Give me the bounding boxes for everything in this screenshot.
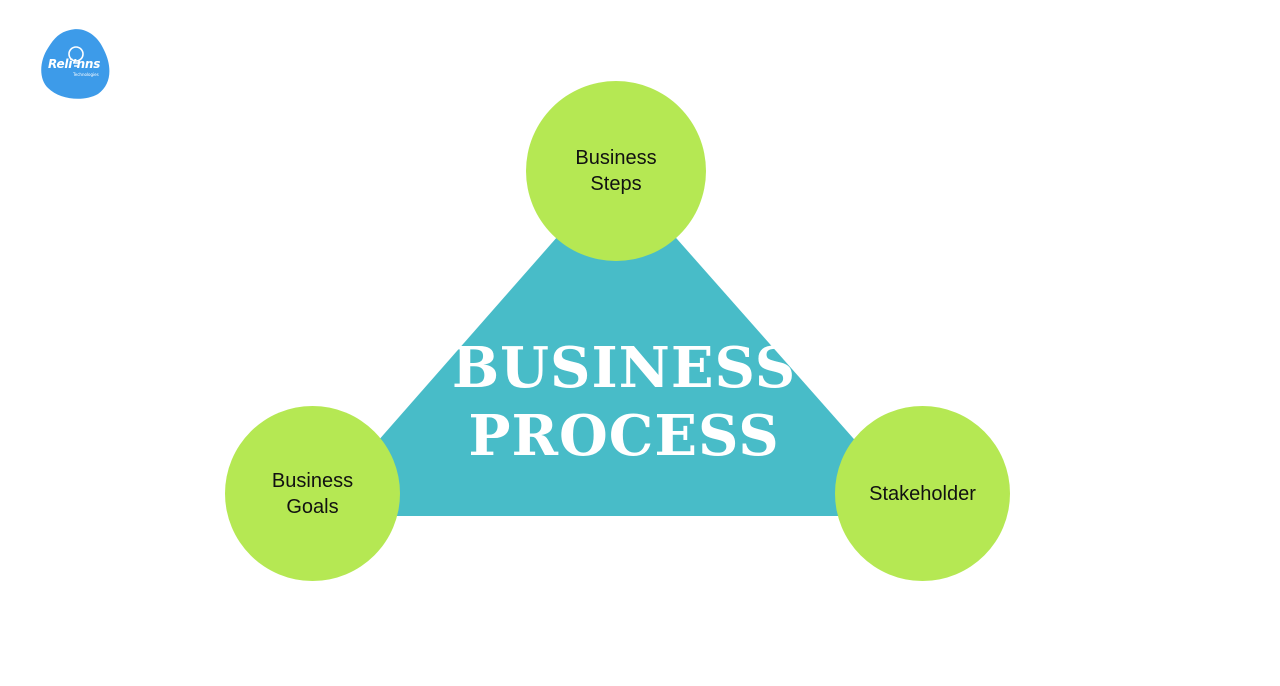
node-business-goals: Business Goals bbox=[225, 406, 400, 581]
logo-blob-shape bbox=[41, 29, 110, 99]
logo-wordmark: Reli’nns bbox=[48, 57, 101, 71]
node-label-line-1: Stakeholder bbox=[869, 482, 976, 505]
center-title: BUSINESS PROCESS bbox=[424, 334, 824, 470]
center-title-line-1: BUSINESS bbox=[451, 335, 797, 401]
company-logo: Reli’nns Technologies bbox=[40, 28, 112, 100]
node-label-line-2: Goals bbox=[286, 495, 339, 518]
center-title-line-2: PROCESS bbox=[468, 403, 780, 469]
node-label-line-1: Business bbox=[271, 469, 354, 492]
node-label-line-2: Steps bbox=[590, 173, 642, 195]
node-label: Business Goals bbox=[258, 468, 368, 520]
node-business-steps: Business Steps bbox=[526, 81, 706, 261]
node-label-line-1: Business bbox=[575, 147, 657, 169]
center-triangle bbox=[312, 170, 922, 516]
node-label: Business Steps bbox=[561, 145, 671, 197]
node-stakeholder: Stakeholder bbox=[835, 406, 1010, 581]
node-label: Stakeholder bbox=[868, 481, 978, 507]
logo-tagline: Technologies bbox=[73, 72, 99, 77]
